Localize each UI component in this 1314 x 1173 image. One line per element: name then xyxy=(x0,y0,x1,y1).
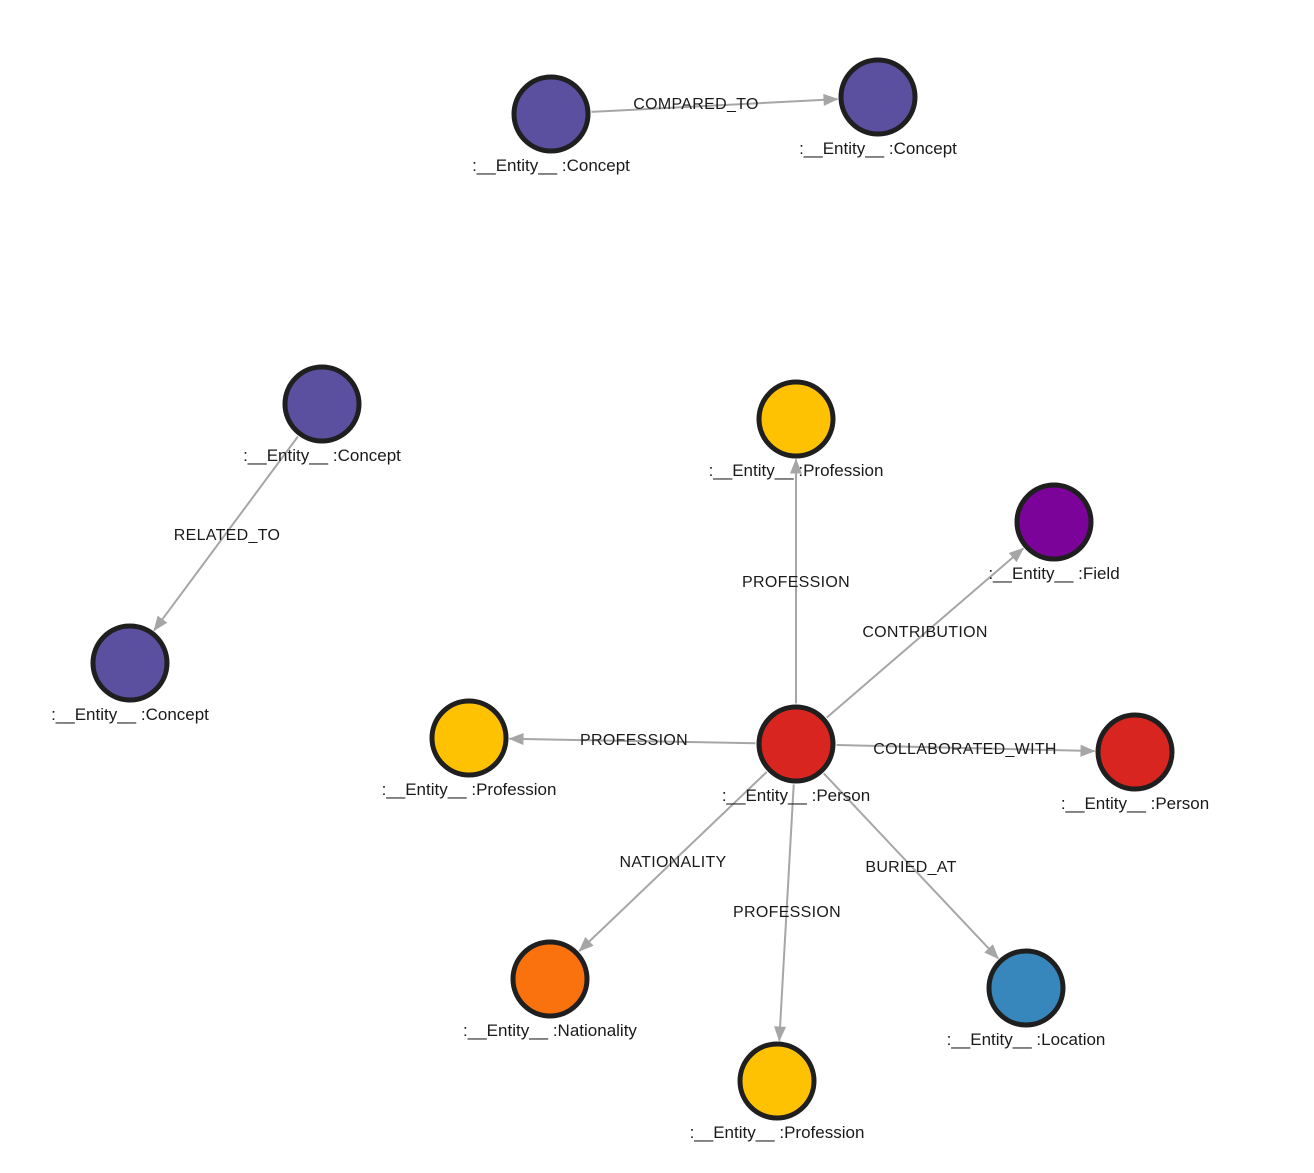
node-concept-3[interactable] xyxy=(282,364,362,444)
edge-label[interactable]: COMPARED_TO xyxy=(633,96,758,113)
node-label-concept-4: :__Entity__ :Concept xyxy=(51,705,209,724)
edge-label[interactable]: COLLABORATED_WITH xyxy=(873,741,1057,758)
node-label-location-1: :__Entity__ :Location xyxy=(947,1030,1106,1049)
node-label-concept-3: :__Entity__ :Concept xyxy=(243,446,401,465)
node-label-profession-top: :__Entity__ :Profession xyxy=(709,461,884,480)
node-label-concept-2: :__Entity__ :Concept xyxy=(799,139,957,158)
node-concept-2[interactable] xyxy=(838,57,918,137)
node-person-center[interactable] xyxy=(756,704,836,784)
node-label-field-1: :__Entity__ :Field xyxy=(988,564,1119,583)
edge-label[interactable]: CONTRIBUTION xyxy=(862,624,987,641)
node-concept-1[interactable] xyxy=(511,74,591,154)
edge-related-to-1[interactable] xyxy=(153,435,299,632)
edge-label[interactable]: NATIONALITY xyxy=(619,854,726,871)
node-profession-bottom[interactable] xyxy=(737,1041,817,1121)
node-field-1[interactable] xyxy=(1014,482,1094,562)
node-label-profession-bottom: :__Entity__ :Profession xyxy=(690,1123,865,1142)
edge-label[interactable]: BURIED_AT xyxy=(865,859,956,876)
node-concept-4[interactable] xyxy=(90,623,170,703)
edge-label[interactable]: PROFESSION xyxy=(742,574,850,591)
edge-profession-6[interactable] xyxy=(774,784,795,1042)
node-profession-top[interactable] xyxy=(756,379,836,459)
node-profession-left[interactable] xyxy=(429,698,509,778)
node-label-profession-left: :__Entity__ :Profession xyxy=(382,780,557,799)
node-label-person-center: :__Entity__ :Person xyxy=(722,786,870,805)
node-label-person-right: :__Entity__ :Person xyxy=(1061,794,1209,813)
node-person-right[interactable] xyxy=(1095,712,1175,792)
edge-buried-at-5[interactable] xyxy=(823,772,999,960)
node-nationality-1[interactable] xyxy=(510,939,590,1019)
node-label-nationality-1: :__Entity__ :Nationality xyxy=(463,1021,637,1040)
node-location-1[interactable] xyxy=(986,948,1066,1028)
edge-profession-8[interactable] xyxy=(508,733,756,745)
edge-label[interactable]: PROFESSION xyxy=(733,904,841,921)
edge-label[interactable]: RELATED_TO xyxy=(174,527,280,544)
edge-nationality-7[interactable] xyxy=(578,771,768,952)
edge-compared-to-0[interactable] xyxy=(591,93,839,113)
edge-collaborated-with-4[interactable] xyxy=(836,743,1096,757)
edge-contribution-3[interactable] xyxy=(826,547,1025,719)
node-label-concept-1: :__Entity__ :Concept xyxy=(472,156,630,175)
edge-label[interactable]: PROFESSION xyxy=(580,732,688,749)
